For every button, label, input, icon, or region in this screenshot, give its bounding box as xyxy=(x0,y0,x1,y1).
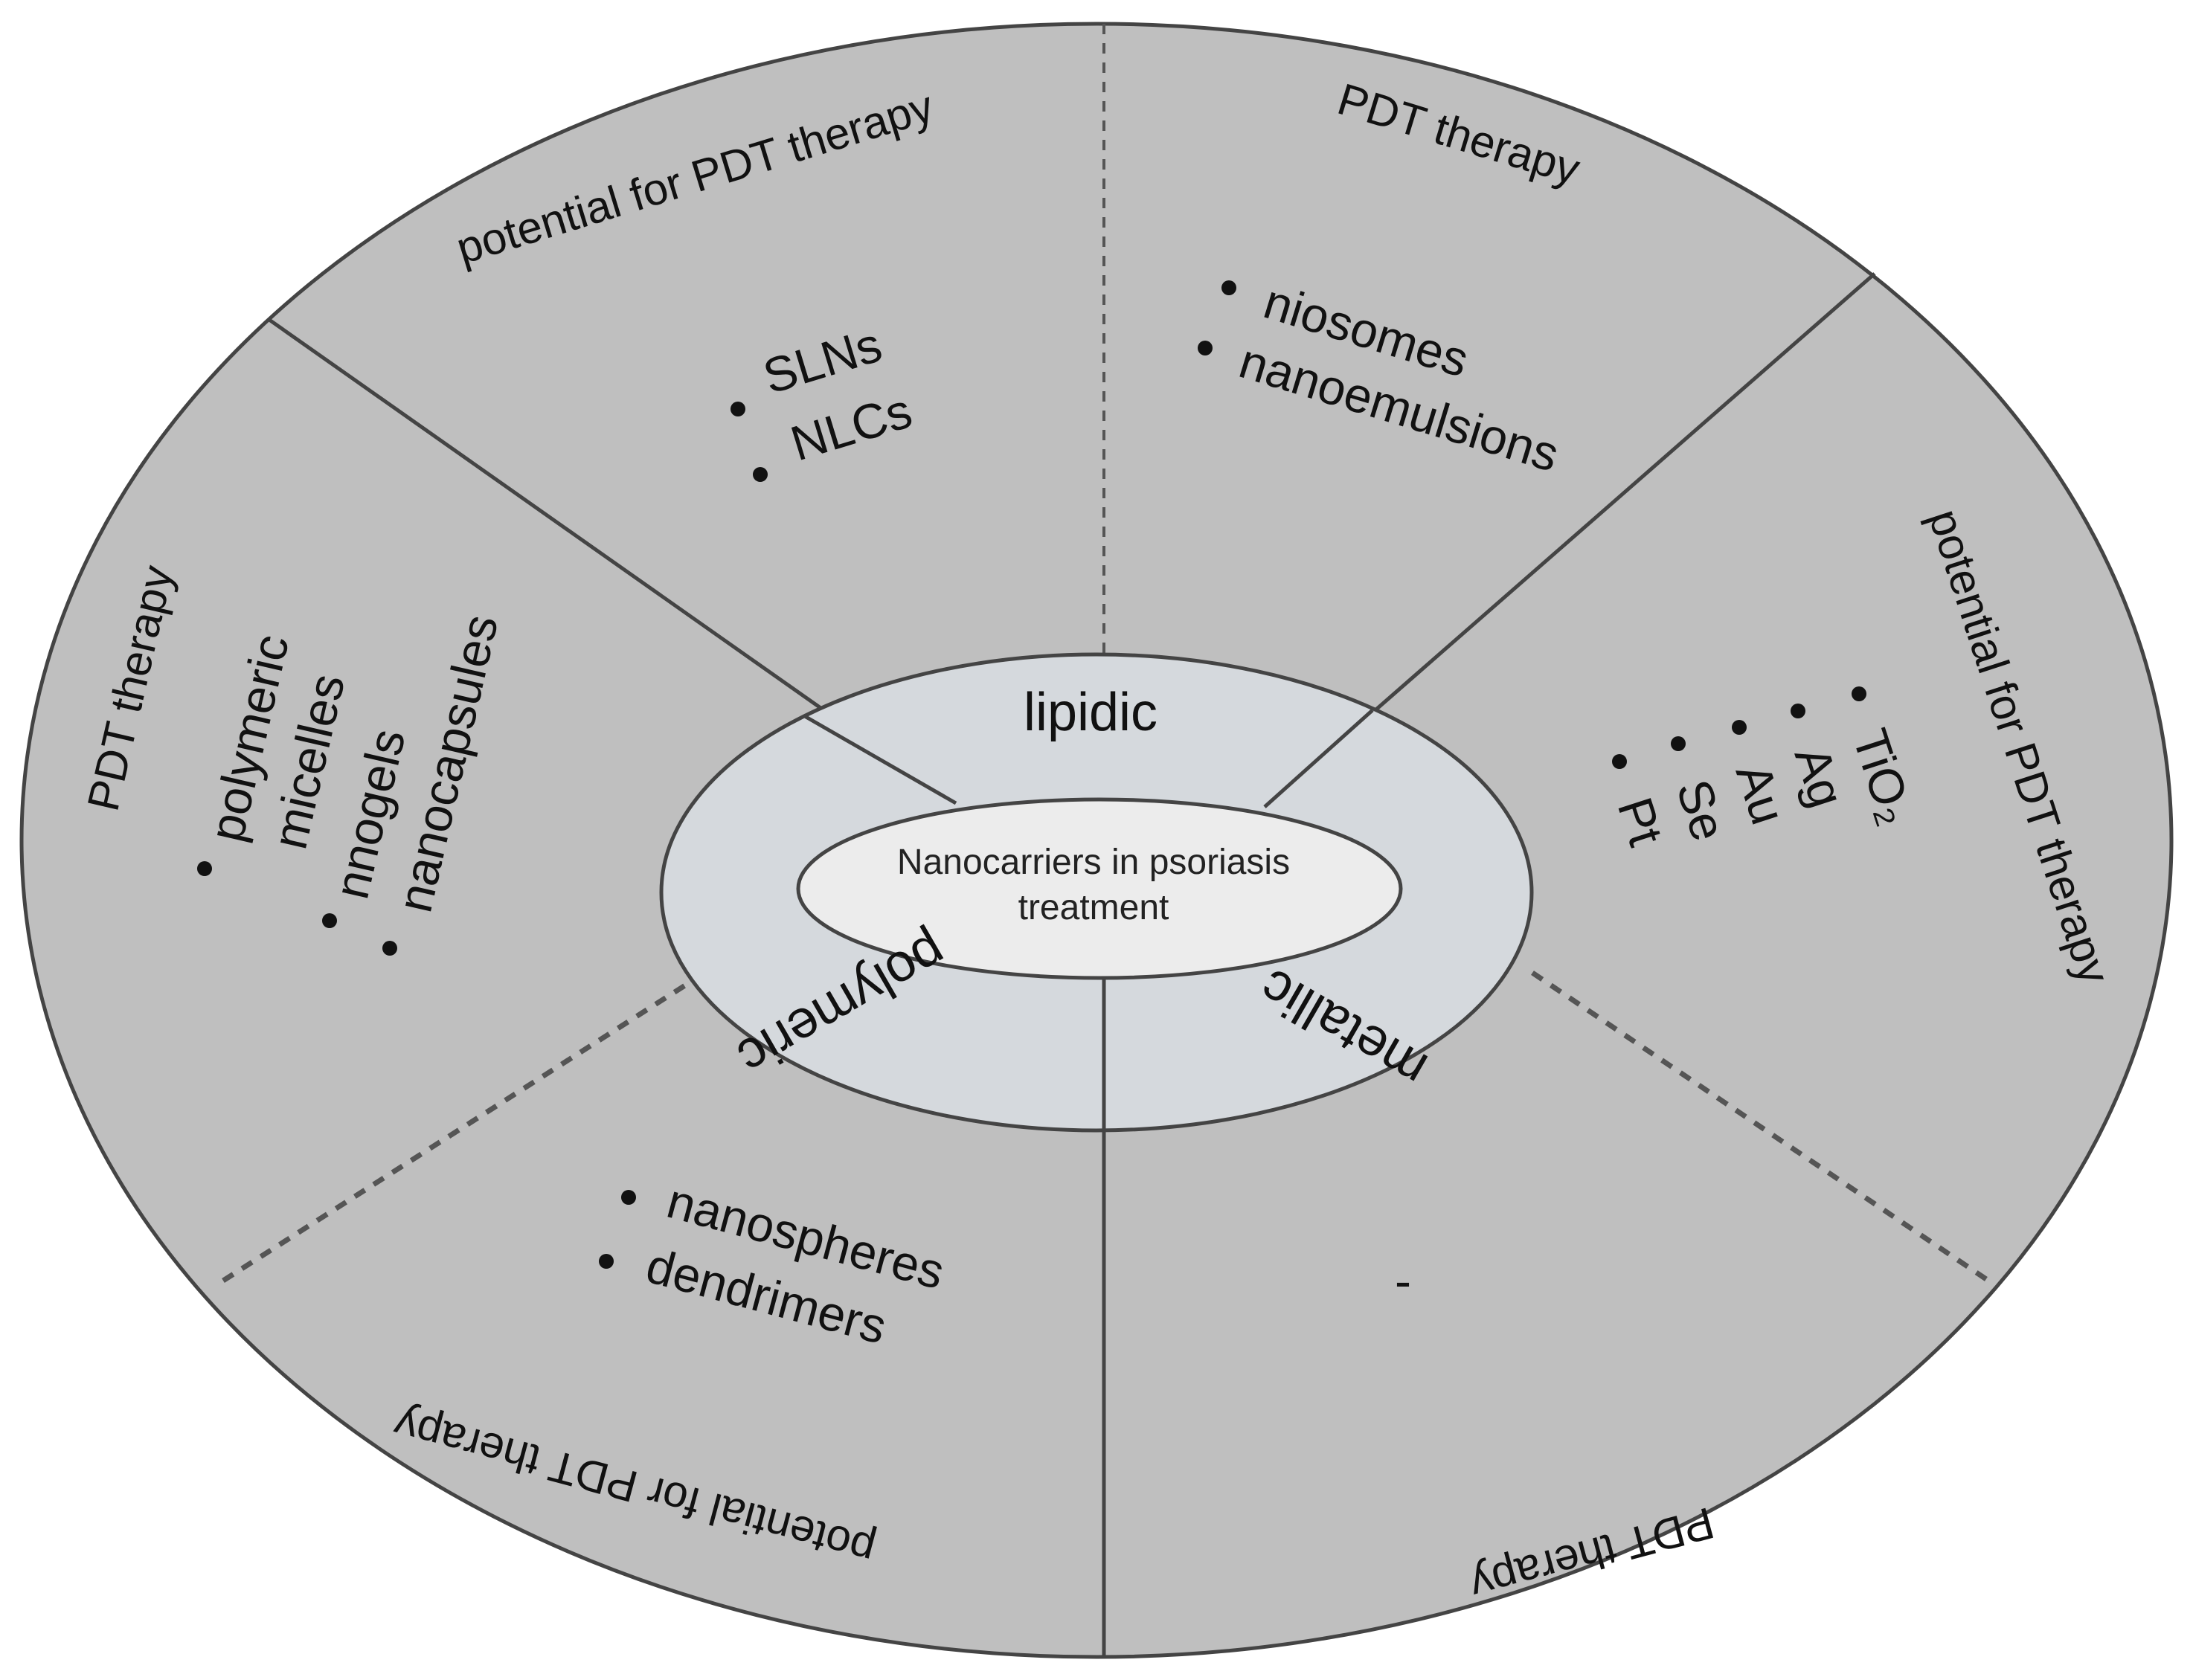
bullet-dot xyxy=(1221,280,1236,295)
bullet-dot xyxy=(599,1254,614,1269)
dashed-divider-metallic xyxy=(1531,971,1988,1281)
bullet-dot xyxy=(1671,736,1686,751)
dashed-divider-polymeric xyxy=(222,965,716,1283)
center-title-line1: Nanocarriers in psoriasis xyxy=(897,843,1290,882)
bullet-dot xyxy=(731,402,745,416)
bullet-dot xyxy=(322,913,337,928)
ring-divider-right xyxy=(1263,709,1374,808)
bullet-dot xyxy=(1198,341,1213,355)
center-title-line2: treatment xyxy=(1018,888,1169,927)
ring-divider-left xyxy=(802,713,957,805)
bullet-dot xyxy=(753,467,768,482)
ring-label-lipidic: lipidic xyxy=(1024,683,1157,742)
bullet-dot xyxy=(197,861,212,876)
center-ellipse xyxy=(796,797,1403,980)
bullet-dot xyxy=(382,941,397,956)
bullet-dot xyxy=(1732,720,1747,735)
bullet-dot xyxy=(1852,686,1866,701)
bullet-dot xyxy=(1791,704,1805,718)
bullet-dot xyxy=(621,1190,636,1205)
bullet-dot xyxy=(1612,754,1627,769)
list-item: - xyxy=(1395,1253,1411,1308)
